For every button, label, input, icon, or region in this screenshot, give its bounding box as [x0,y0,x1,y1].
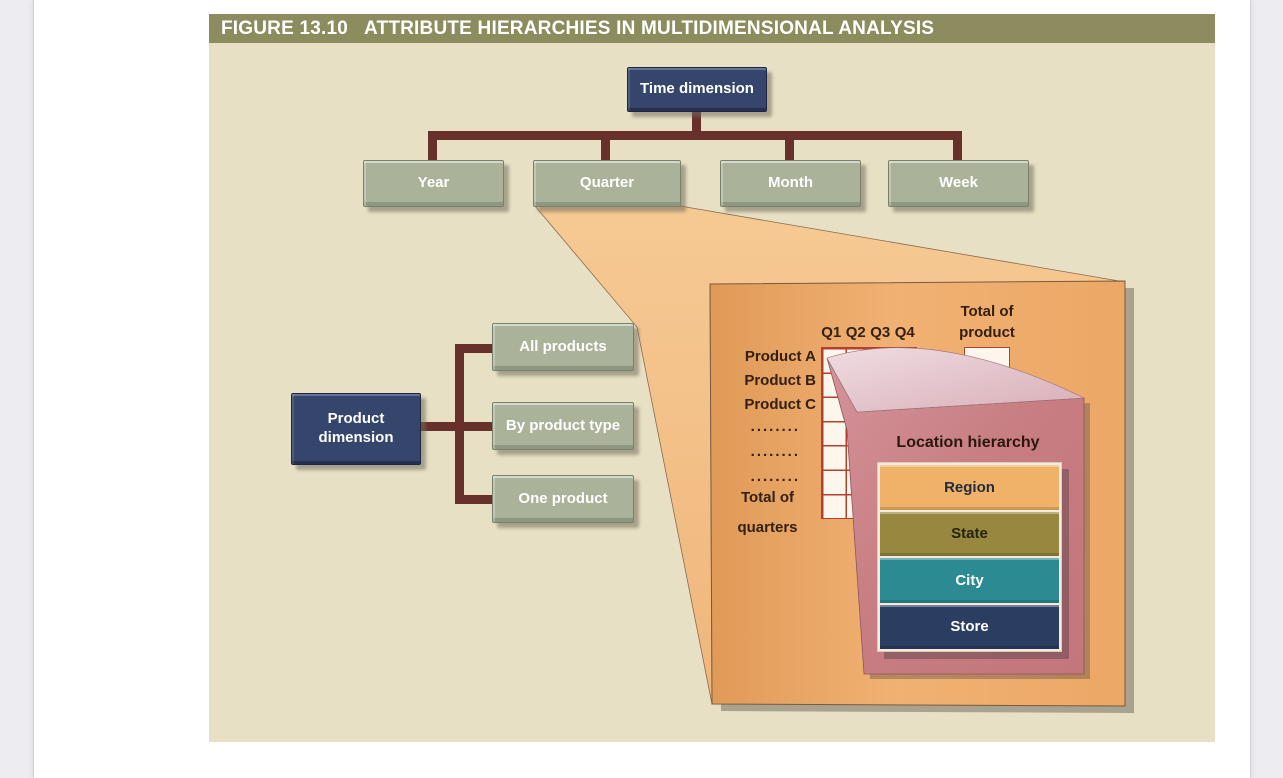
figure-canvas: Q1 Q2 Q3 Q4 Product A Product B Product … [209,43,1215,742]
all-products-branch-connector [459,344,496,353]
product-dimension-node: Product dimension [291,393,421,465]
flap-light-face [826,347,1086,413]
week-node: Week [888,160,1029,207]
one-product-branch-connector [459,495,496,504]
row-label-ellipsis-2: ........ [750,443,800,460]
quarter-node: Quarter [533,160,681,207]
figure-title-bar: FIGURE 13.10 ATTRIBUTE HIERARCHIES IN MU… [209,14,1215,43]
row-label-product-b: Product B [744,372,816,389]
year-stem-connector [428,140,437,161]
quarter-header-q3: Q3 [870,324,891,341]
figure-13-10: FIGURE 13.10 ATTRIBUTE HIERARCHIES IN MU… [209,14,1215,742]
year-node: Year [363,160,504,207]
location-hierarchy-stack: Region State City Store [877,462,1062,652]
figure-number: FIGURE 13.10 [221,17,349,39]
quarter-headers: Q1 Q2 Q3 Q4 [819,324,917,344]
row-label-product-c: Product C [744,396,816,413]
time-dimension-node: Time dimension [627,67,767,112]
month-node: Month [720,160,861,207]
row-label-ellipsis-1: ........ [750,418,800,435]
by-product-type-branch-connector [421,422,496,431]
time-root-stem-connector [692,110,701,131]
figure-title: ATTRIBUTE HIERARCHIES IN MULTIDIMENSIONA… [364,17,935,39]
total-of-quarters-label: Total of quarters [737,489,798,536]
location-level-city: City [880,558,1059,603]
quarter-stem-connector [601,140,610,161]
location-level-state: State [880,511,1059,556]
time-horizontal-connector [428,131,962,140]
by-product-type-node: By product type [492,402,634,450]
quarter-header-q1: Q1 [821,324,842,341]
row-label-ellipsis-3: ........ [750,468,800,485]
one-product-node: One product [492,475,634,523]
location-level-region: Region [880,465,1059,510]
total-of-product-label: Total of product [959,303,1015,341]
location-level-store: Store [880,604,1059,649]
document-page: FIGURE 13.10 ATTRIBUTE HIERARCHIES IN MU… [33,0,1251,778]
month-stem-connector [785,140,794,161]
week-stem-connector [953,140,962,161]
all-products-node: All products [492,323,634,371]
quarter-header-q4: Q4 [894,324,915,341]
row-label-product-a: Product A [744,348,816,365]
quarter-header-q2: Q2 [845,324,866,341]
location-hierarchy-title: Location hierarchy [896,434,1040,451]
